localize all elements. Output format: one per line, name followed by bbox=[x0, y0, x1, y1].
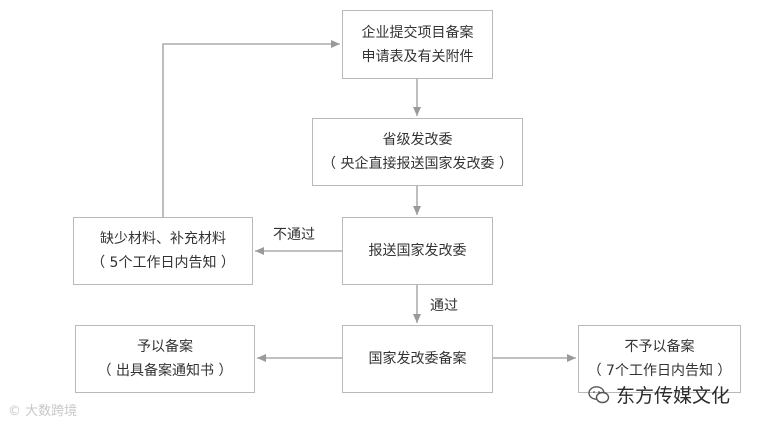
node-approve-line2: （ 出具备案通知书 ） bbox=[97, 363, 233, 379]
node-national-line1: 报送国家发改委 bbox=[368, 243, 467, 259]
edge-label-fail: 不通过 bbox=[273, 227, 315, 243]
node-missing-materials: 缺少材料、补充材料 （ 5个工作日内告知 ） bbox=[73, 217, 253, 285]
watermark-left: © 大数跨境 bbox=[8, 404, 78, 419]
node-submit-national-ndrc: 报送国家发改委 bbox=[342, 217, 493, 285]
node-submit-line2: 申请表及有关附件 bbox=[361, 48, 474, 65]
node-province-line1: 省级发改委 bbox=[382, 132, 453, 148]
watermark-right-text: 东方传媒文化 bbox=[616, 385, 731, 407]
node-reject-line1: 不予以备案 bbox=[624, 339, 695, 355]
node-reject-line2: （ 7个工作日内告知 ） bbox=[587, 363, 732, 379]
node-provincial-ndrc: 省级发改委 （ 央企直接报送国家发改委 ） bbox=[312, 118, 523, 186]
node-submit-line1: 企业提交项目备案 bbox=[361, 24, 474, 41]
node-national-record: 国家发改委备案 bbox=[342, 325, 493, 393]
node-missing-line2: （ 5个工作日内告知 ） bbox=[91, 255, 235, 271]
node-province-line2: （ 央企直接报送国家发改委 ） bbox=[322, 156, 513, 172]
node-reject-record: 不予以备案 （ 7个工作日内告知 ） bbox=[578, 325, 741, 393]
node-approve-record: 予以备案 （ 出具备案通知书 ） bbox=[75, 325, 255, 393]
node-approve-line1: 予以备案 bbox=[137, 339, 193, 355]
edge-label-pass: 通过 bbox=[430, 298, 458, 314]
arrow-missing-to-submit bbox=[162, 40, 340, 217]
node-record-line1: 国家发改委备案 bbox=[368, 351, 467, 367]
node-submit-application: 企业提交项目备案 申请表及有关附件 bbox=[342, 10, 493, 79]
watermark-right: 东方传媒文化 bbox=[588, 381, 730, 408]
wechat-icon bbox=[588, 385, 610, 403]
node-missing-line1: 缺少材料、补充材料 bbox=[100, 231, 226, 247]
